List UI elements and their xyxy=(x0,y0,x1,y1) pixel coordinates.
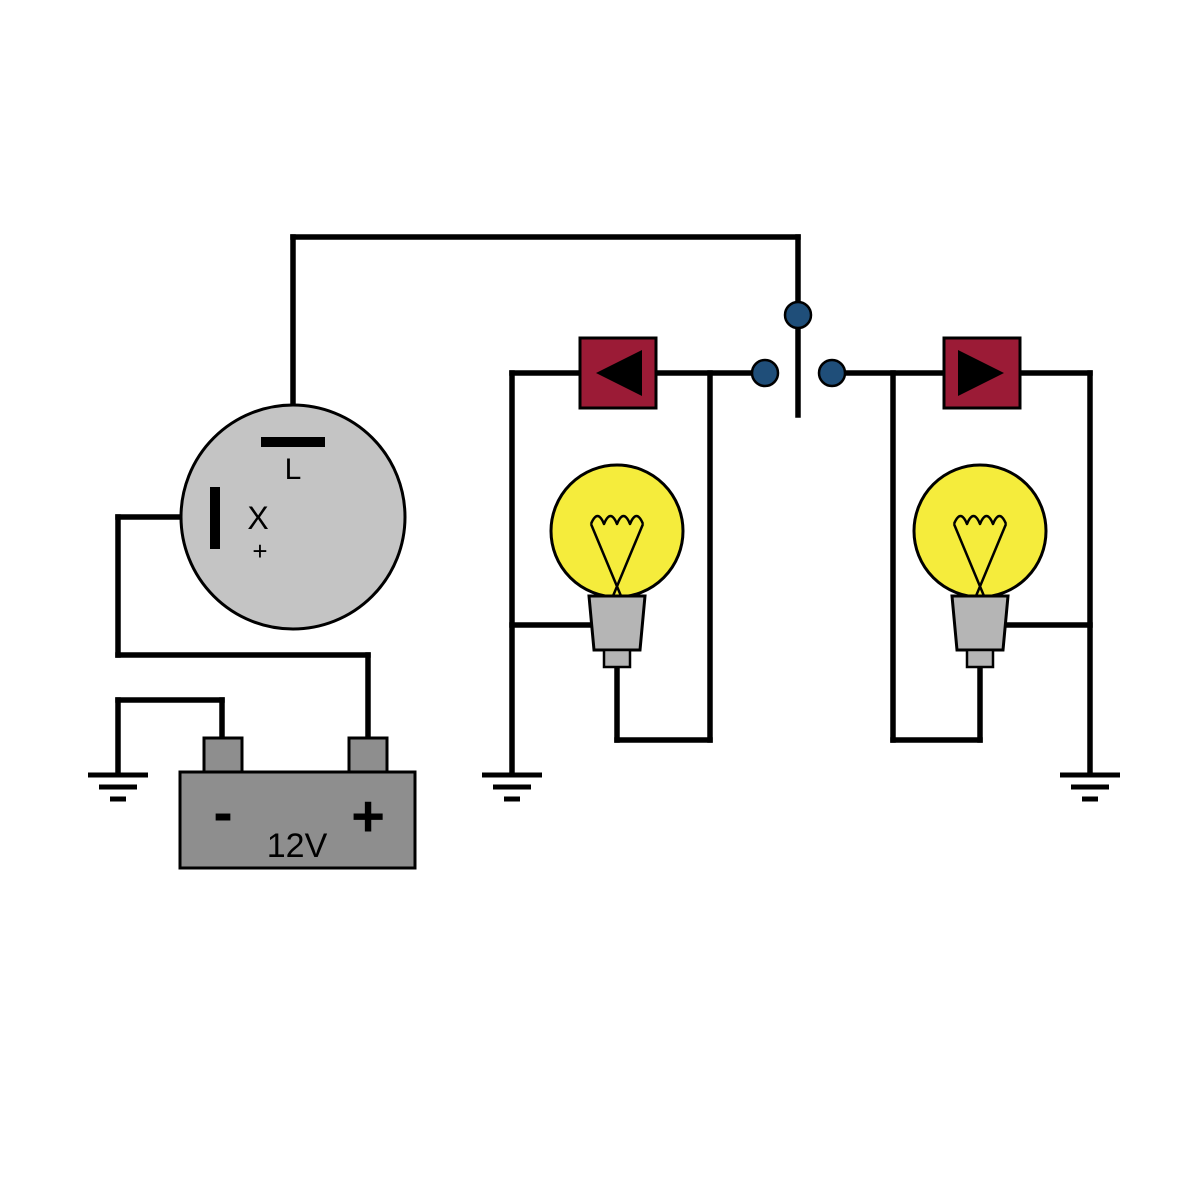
relay-label-x: X xyxy=(247,500,268,536)
battery-minus-label: - xyxy=(213,780,232,845)
left-indicator-arrow xyxy=(578,336,658,410)
right-indicator-arrow xyxy=(942,336,1022,410)
wiring xyxy=(115,234,1093,777)
flasher-relay: L X + xyxy=(179,403,407,631)
relay-label-plus: + xyxy=(252,536,267,566)
left-bulb-glass xyxy=(549,463,685,599)
right-bulb-contact xyxy=(965,648,995,669)
right-bulb-glass xyxy=(912,463,1048,599)
left-arrow-box xyxy=(578,336,658,410)
ground-symbol-right-lamp xyxy=(1060,772,1120,802)
relay-label-l: L xyxy=(285,453,302,486)
right-arrow-icon xyxy=(958,350,1004,396)
right-bulb-filament xyxy=(952,514,1008,597)
left-bulb-base xyxy=(587,594,647,652)
battery-terminal-negative xyxy=(202,736,244,776)
left-arrow-icon xyxy=(596,350,642,396)
left-bulb-filament xyxy=(589,514,645,597)
relay-body xyxy=(179,403,407,631)
right-bulb-base xyxy=(950,594,1010,652)
turn-signal-switch xyxy=(750,300,847,388)
battery-voltage-label: 12V xyxy=(267,827,328,865)
battery-plus-label: + xyxy=(351,784,385,849)
ground-symbol-left-lamp xyxy=(482,772,542,802)
switch-contact-top xyxy=(783,300,813,330)
relay-terminal-x xyxy=(210,487,220,549)
relay-terminal-l xyxy=(261,437,325,447)
ground-symbol-battery xyxy=(88,772,148,802)
left-bulb xyxy=(549,463,685,669)
switch-contact-left xyxy=(750,358,780,388)
right-bulb xyxy=(912,463,1048,669)
switch-contact-right xyxy=(817,358,847,388)
battery-terminal-positive xyxy=(347,736,389,776)
battery-body xyxy=(178,770,417,870)
battery: - + 12V xyxy=(178,736,417,870)
left-bulb-contact xyxy=(602,648,632,669)
